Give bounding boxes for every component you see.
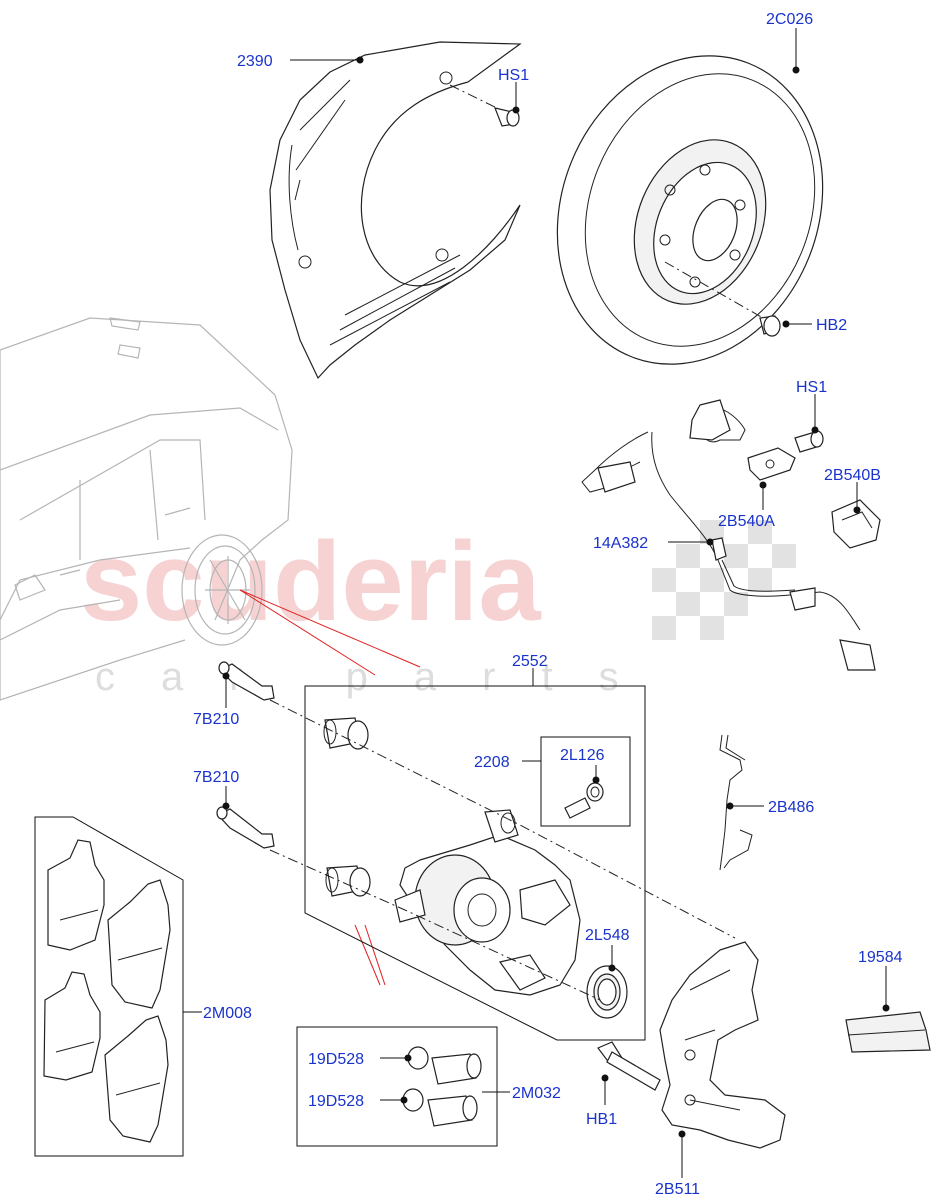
pointer-lines	[239, 589, 421, 986]
label-hs1-right: HS1	[796, 379, 827, 396]
label-2l126: 2L126	[560, 747, 605, 764]
brake-pad-1	[47, 839, 105, 951]
caliper-kit-box	[304, 685, 646, 1041]
label-19d528-lower: 19D528	[308, 1093, 364, 1110]
label-2c026: 2C026	[766, 11, 813, 28]
label-hb2: HB2	[816, 317, 847, 334]
bleed-screw	[564, 782, 604, 819]
shield-bolt	[449, 84, 520, 127]
anti-rattle-spring	[719, 734, 753, 871]
label-2b486: 2B486	[768, 799, 814, 816]
label-7b210-upper: 7B210	[193, 711, 239, 728]
guide-bush-upper	[323, 717, 369, 750]
boot-kit-lower	[402, 1088, 478, 1127]
brake-disc	[556, 55, 824, 365]
boot-kit-upper	[407, 1046, 482, 1085]
label-2390: 2390	[237, 53, 273, 70]
label-hb1: HB1	[586, 1111, 617, 1128]
label-14a382: 14A382	[593, 535, 648, 552]
label-2l548: 2L548	[585, 927, 630, 944]
guide-pin-lower	[216, 806, 275, 849]
brake-pad-3	[43, 971, 101, 1081]
label-2208: 2208	[474, 754, 510, 771]
brake-pads-box	[34, 816, 184, 1157]
assembly-axes	[269, 699, 736, 1001]
label-2b540a: 2B540A	[718, 513, 775, 530]
brake-caliper	[394, 809, 581, 996]
dust-shield	[269, 41, 522, 380]
label-19584: 19584	[858, 949, 903, 966]
bracket-bolt	[794, 430, 824, 453]
label-2m032: 2M032	[512, 1085, 561, 1102]
label-2552: 2552	[512, 653, 548, 670]
brake-pad-4	[104, 1015, 169, 1143]
watermark-brand: scuderia	[80, 519, 541, 644]
label-2m008: 2M008	[203, 1005, 252, 1022]
guide-pin-upper	[218, 661, 275, 701]
label-19d528-upper: 19D528	[308, 1051, 364, 1068]
part-labels: 2390 HS1 2C026 HB2 HS1 2B540B 2B540A 14A…	[193, 11, 903, 1198]
leader-lines	[183, 28, 890, 1178]
watermark-tagline: car parts	[95, 655, 665, 699]
checkered-flag	[652, 520, 796, 640]
sensor-bracket-a	[747, 447, 796, 481]
wear-indicator	[845, 1011, 931, 1053]
label-2b511: 2B511	[655, 1181, 700, 1198]
bleed-screw-box	[540, 736, 631, 827]
vehicle-outline	[0, 317, 293, 701]
label-7b210-lower: 7B210	[193, 769, 239, 786]
brake-pad-2	[107, 879, 171, 1009]
boot-kit-box	[296, 1026, 498, 1147]
piston-seal	[586, 965, 628, 1019]
watermark: scuderia car parts	[80, 519, 796, 699]
guide-bush-lower	[325, 865, 371, 897]
label-2b540b: 2B540B	[824, 467, 881, 484]
carrier-bolt	[597, 1041, 661, 1091]
sensor-clip-b	[831, 499, 881, 549]
disc-bolt	[664, 261, 781, 337]
wheel-speed-sensor	[581, 399, 876, 671]
label-hs1-top: HS1	[498, 67, 529, 84]
caliper-carrier	[659, 941, 786, 1149]
